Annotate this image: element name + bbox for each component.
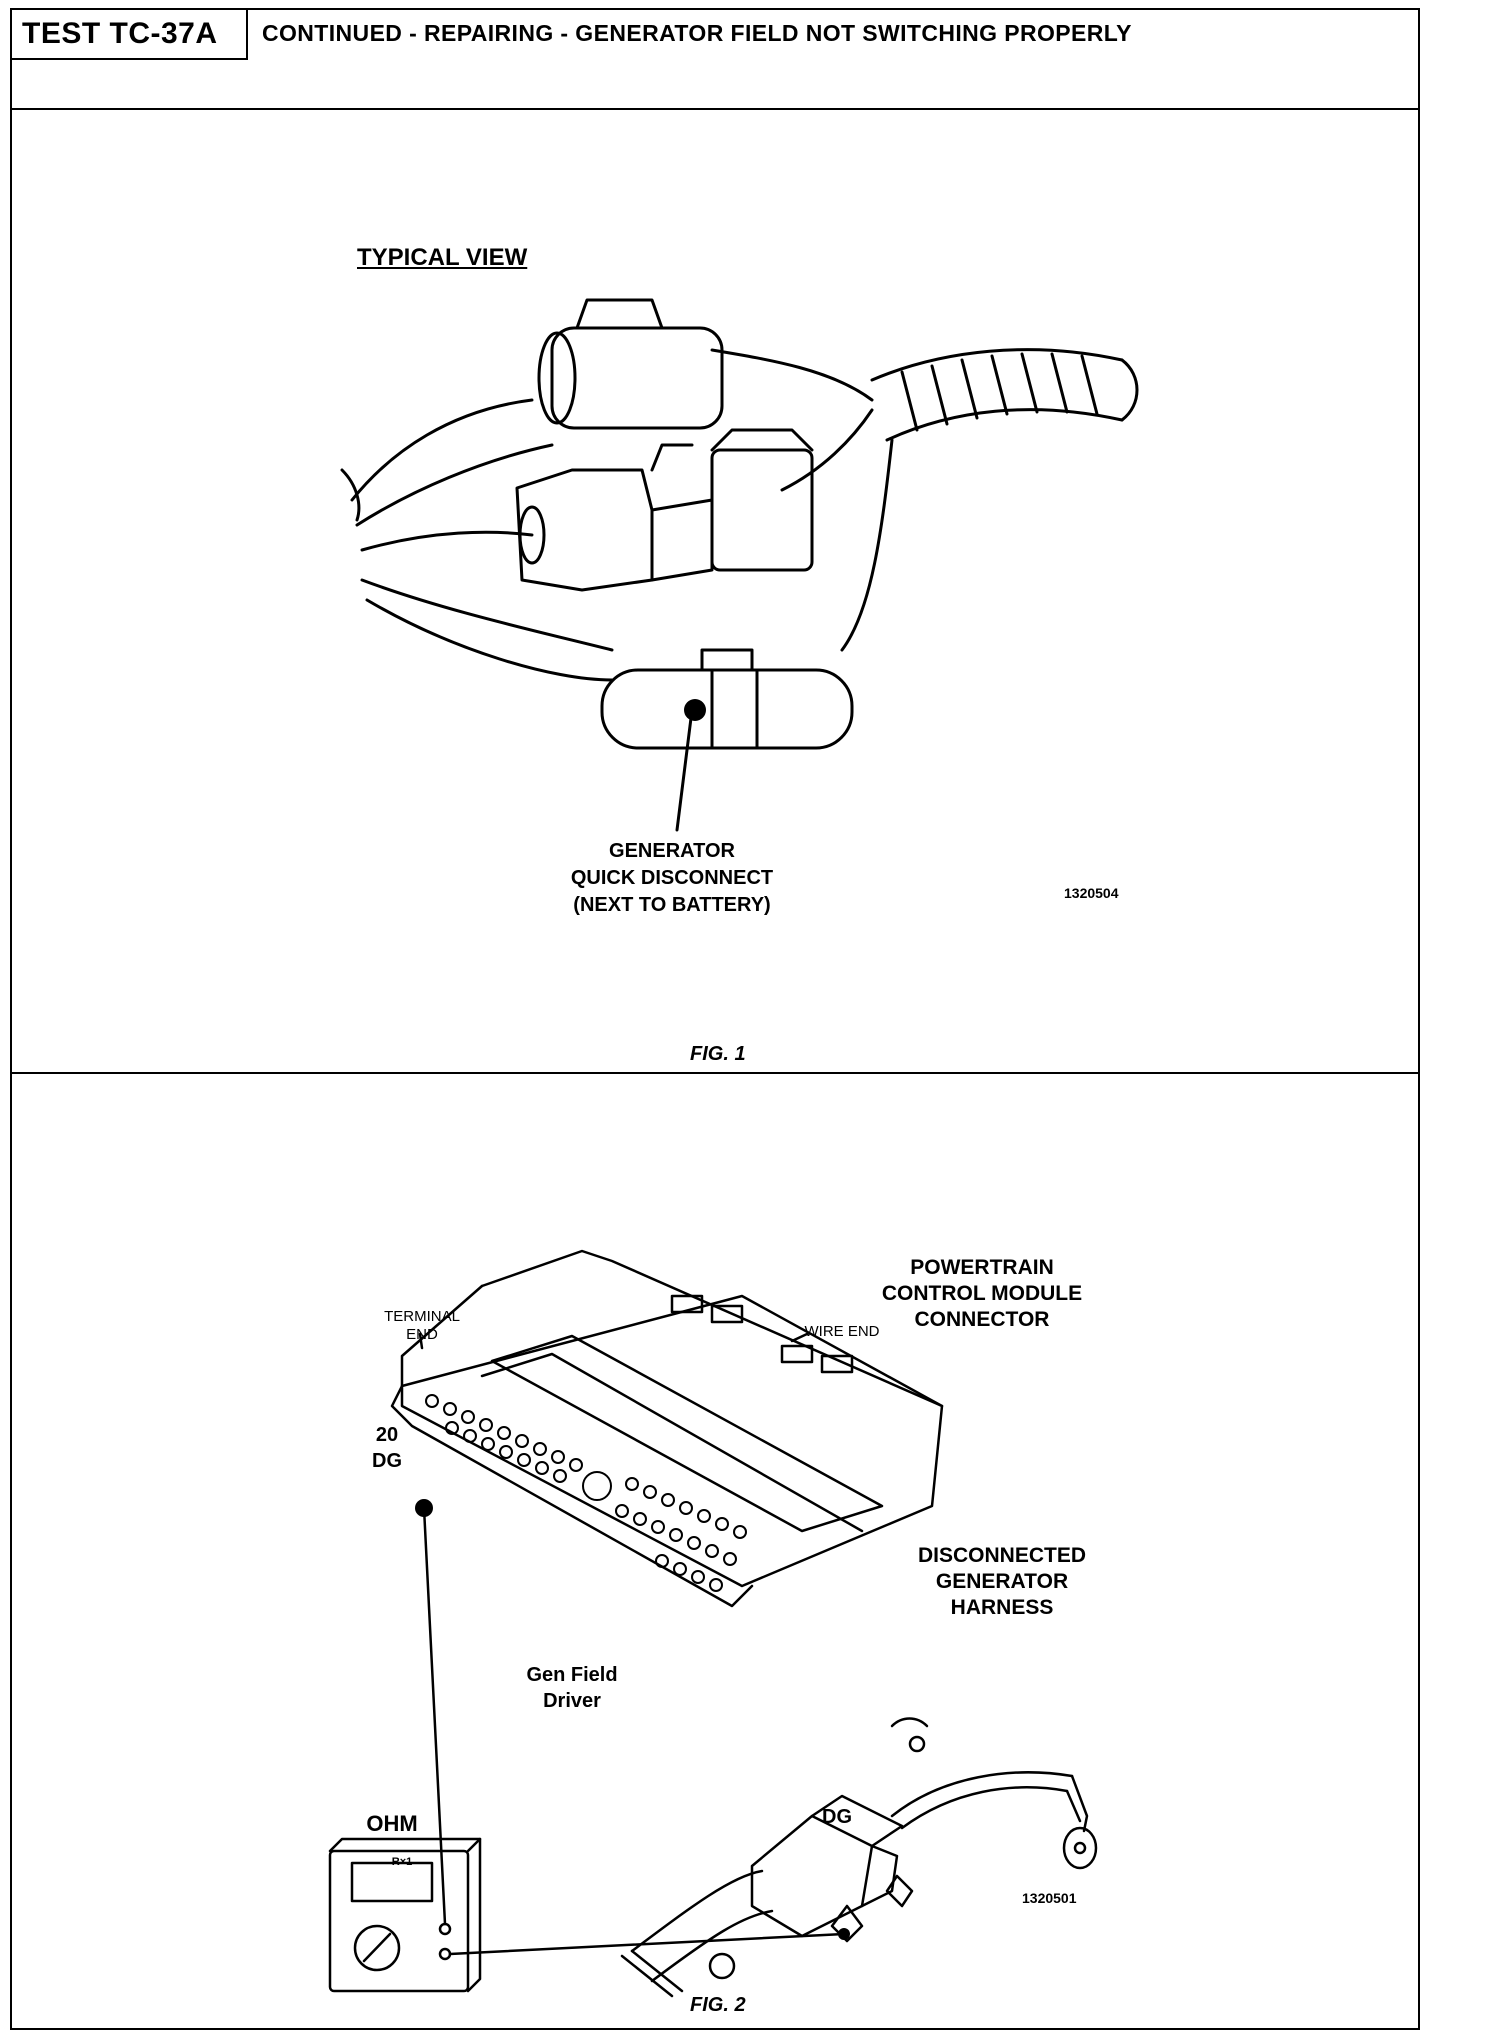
gen-field-label: Gen Field [526, 1664, 618, 1686]
wire-end-label: WIRE END [804, 1323, 880, 1340]
page-title: CONTINUED - REPAIRING - GENERATOR FIELD … [262, 20, 1132, 46]
callout-quick-disconnect: QUICK DISCONNECT [570, 867, 774, 889]
callout-next-to-battery: (NEXT TO BATTERY) [573, 894, 771, 916]
pcm-label-control-module: CONTROL MODULE [881, 1282, 1083, 1305]
page-frame: TEST TC-37A CONTINUED - REPAIRING - GENE… [10, 8, 1420, 2030]
typical-view-heading: TYPICAL VIEW [357, 244, 528, 271]
callout-generator: GENERATOR [609, 840, 735, 862]
meter-scale: R×1 [391, 1856, 413, 1868]
figure-1-panel: TYPICAL VIEW [12, 110, 1418, 1074]
meter-display: OHM [366, 1811, 418, 1836]
pcm-connector-ohmmeter-illustration [328, 1249, 1098, 1998]
pcm-label-powertrain: POWERTRAIN [910, 1256, 1054, 1279]
test-id: TEST TC-37A [12, 10, 248, 60]
harness-label-disconnected: DISCONNECTED [917, 1544, 1086, 1567]
harness-label-generator: GENERATOR [935, 1570, 1069, 1593]
pcm-label-connector: CONNECTOR [914, 1308, 1050, 1331]
figure-2-ref-number: 1320501 [1022, 1890, 1077, 1906]
pin-20-label: 20 [375, 1424, 399, 1446]
terminal-end-label-1: TERMINAL [384, 1308, 460, 1325]
header: TEST TC-37A CONTINUED - REPAIRING - GENE… [12, 10, 1418, 110]
pin-dg-label: DG [372, 1450, 402, 1472]
generator-quick-disconnect-illustration [340, 298, 1139, 832]
figure-1-caption: FIG. 1 [690, 1043, 746, 1065]
figure-1-ref-number: 1320504 [1064, 885, 1119, 901]
figure-2-panel: POWERTRAIN CONTROL MODULE CONNECTOR TERM… [12, 1076, 1418, 2030]
harness-label-harness: HARNESS [950, 1596, 1054, 1619]
driver-label: Driver [543, 1690, 601, 1712]
dg-label: DG [822, 1806, 852, 1828]
terminal-end-label-2: END [406, 1326, 438, 1343]
figure-2-caption: FIG. 2 [690, 1994, 746, 2016]
